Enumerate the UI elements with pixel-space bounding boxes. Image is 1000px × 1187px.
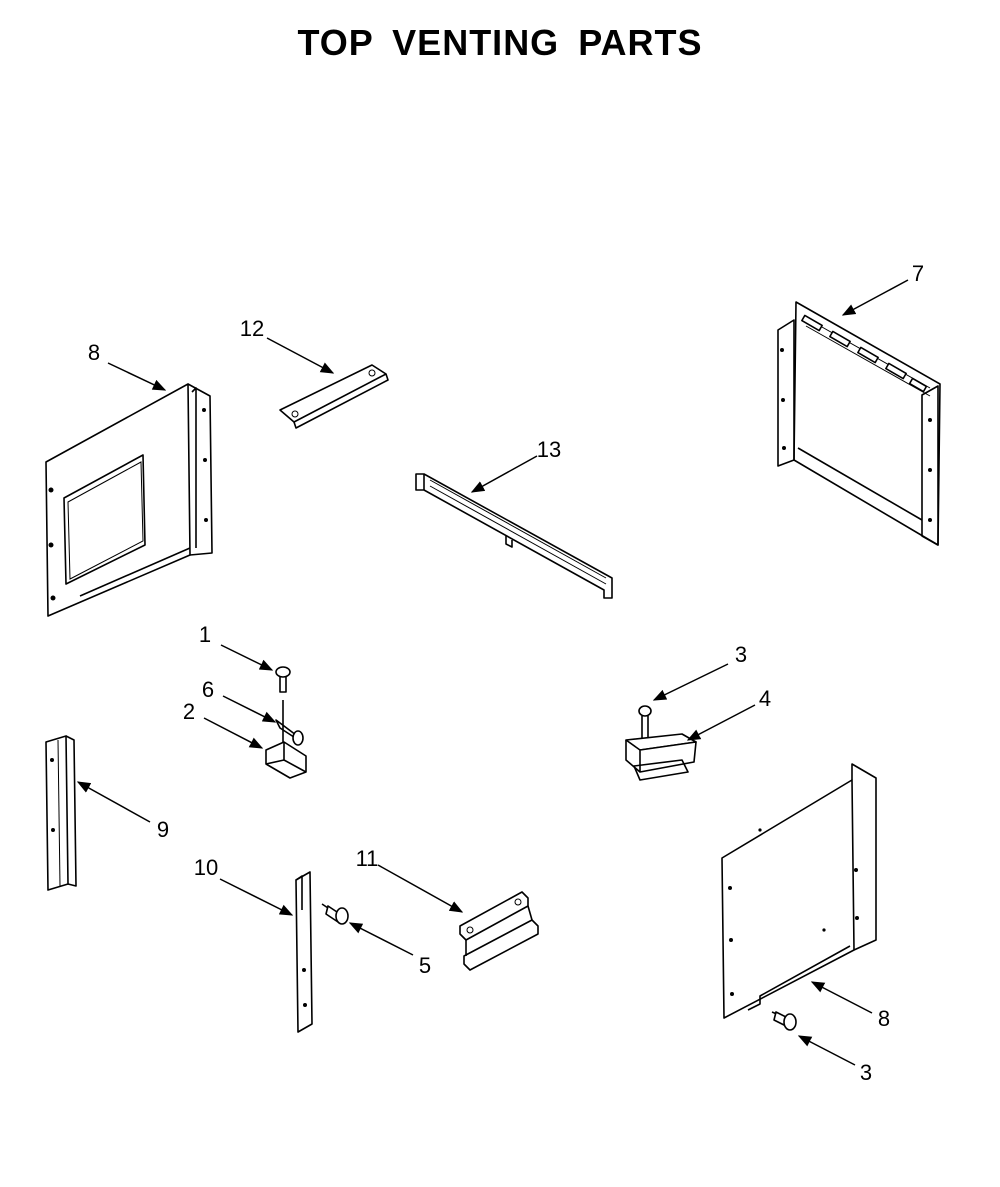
- part-screw-3-lower: [771, 1011, 797, 1031]
- callout-10: 10: [194, 855, 218, 880]
- part-trim-strip: [45, 735, 77, 891]
- callout-7: 7: [912, 261, 924, 286]
- part-hinge-bracket: [265, 700, 307, 779]
- part-channel: [415, 473, 613, 599]
- callout-8-right: 8: [878, 1006, 890, 1031]
- part-roller: [275, 719, 304, 746]
- part-vent-block: [625, 733, 697, 781]
- callout-5: 5: [419, 953, 431, 978]
- part-screw-1: [275, 666, 291, 693]
- part-side-panel-right: [721, 763, 877, 1019]
- callout-1: 1: [199, 622, 211, 647]
- callout-13: 13: [537, 437, 561, 462]
- part-screw-5: [321, 903, 349, 925]
- part-side-panel-left: [45, 383, 213, 617]
- callout-8-left: 8: [88, 340, 100, 365]
- callout-12: 12: [240, 316, 264, 341]
- part-vertical-bracket: [295, 871, 313, 1033]
- part-bracket-pair: [459, 891, 539, 971]
- part-vent-frame: [777, 301, 941, 546]
- callout-11: 11: [356, 846, 379, 871]
- callout-4: 4: [759, 686, 771, 711]
- page-title: TOP VENTING PARTS: [297, 22, 703, 63]
- leader-lines: [76, 279, 909, 1066]
- callout-9: 9: [157, 817, 169, 842]
- callout-3-upper: 3: [735, 642, 747, 667]
- callout-2: 2: [183, 699, 195, 724]
- callout-3-lower: 3: [860, 1060, 872, 1085]
- callout-6: 6: [202, 677, 214, 702]
- part-strap: [279, 364, 389, 429]
